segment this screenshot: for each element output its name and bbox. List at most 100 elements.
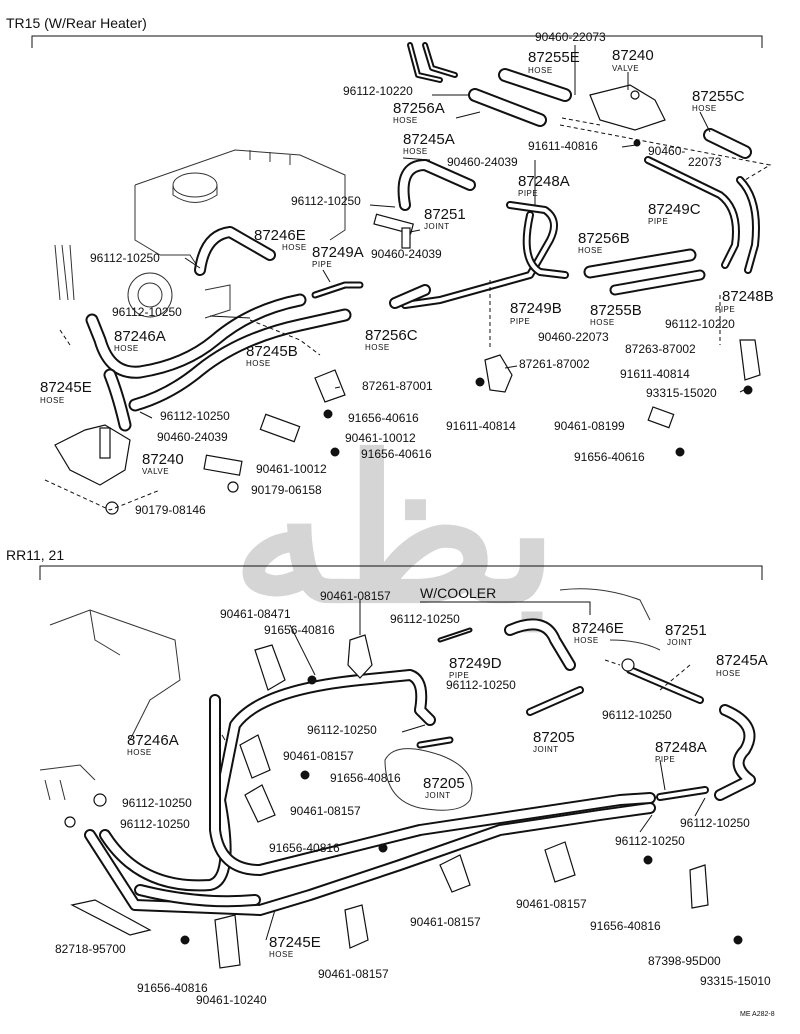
label-b1: 90461-08157: [320, 589, 391, 603]
label-a29: 87263-87002: [625, 342, 696, 356]
label-a3: 87255E: [528, 49, 580, 66]
label-a11: 87248A: [518, 173, 570, 190]
label-b2: W/COOLER: [420, 585, 496, 601]
label-a5: 87256A: [393, 100, 445, 117]
label-a36: 91656-40616: [348, 411, 419, 425]
label-a24-sub: HOSE: [590, 318, 615, 327]
label-b16-sub: PIPE: [655, 755, 675, 764]
label-b23: 96112-10250: [615, 834, 685, 848]
label-a38: 90461-08199: [554, 419, 625, 433]
label-a18: 90460-24039: [371, 247, 442, 261]
label-a5-sub: HOSE: [393, 116, 418, 125]
label-b31: 87398-95D00: [648, 954, 721, 968]
label-b15: 90461-08157: [283, 749, 354, 763]
label-a6: 87255C: [692, 88, 745, 105]
top-section-title: TR15 (W/Rear Heater): [6, 15, 147, 31]
label-b32: 91656-40816: [137, 981, 208, 995]
label-a30: 87261-87002: [519, 357, 590, 371]
guides-top: [44, 117, 772, 511]
label-b24: 91656-40816: [269, 841, 340, 855]
label-a6-sub: HOSE: [692, 104, 717, 113]
label-a37: 91611-40814: [446, 419, 516, 433]
guides-bottom: [384, 601, 691, 811]
label-a14: 87249C: [648, 201, 701, 218]
labels-bottom: 90461-08157 W/COOLER 90461-08471 91656-4…: [55, 585, 775, 1018]
label-a4: 96112-10220: [343, 84, 413, 98]
label-b28: 87245E: [269, 934, 321, 951]
label-b18: 87205: [423, 775, 465, 792]
label-a10: 90460-24039: [447, 155, 518, 169]
label-b28-sub: HOSE: [269, 950, 294, 959]
label-a7: 91611-40816: [528, 139, 598, 153]
label-b14: 87205: [533, 729, 575, 746]
label-a2: 87240: [612, 47, 654, 64]
label-b13: 96112-10250: [602, 708, 672, 722]
label-b20: 96112-10250: [120, 817, 190, 831]
label-b7-sub: JOINT: [667, 638, 693, 647]
label-a14-sub: PIPE: [648, 217, 668, 226]
label-a15: 87246E: [254, 227, 306, 244]
label-b7: 87251: [665, 622, 707, 639]
label-b8-sub: PIPE: [449, 671, 469, 680]
label-a46: 90179-08146: [135, 503, 206, 517]
label-a15-sub: HOSE: [282, 243, 307, 252]
label-b14-sub: JOINT: [533, 745, 559, 754]
leader-lines: [139, 45, 749, 941]
label-a19: 87256B: [578, 230, 630, 247]
label-a22-sub: HOSE: [365, 343, 390, 352]
label-a13-sub: JOINT: [424, 222, 450, 231]
label-a17: 87249A: [312, 244, 364, 261]
label-a33: 87261-87001: [362, 379, 433, 393]
label-a35: 96112-10250: [160, 409, 230, 423]
hoses-bottom: [84, 618, 756, 916]
label-b33: 93315-15010: [700, 974, 771, 988]
label-b17: 91656-40816: [330, 771, 401, 785]
label-a43: 91656-40616: [574, 450, 645, 464]
label-a34: 93315-15020: [646, 386, 717, 400]
label-b34: 90461-10240: [196, 993, 267, 1007]
label-a20: 96112-10250: [112, 305, 182, 319]
label-a42: 91656-40616: [361, 447, 432, 461]
labels-top: 90460-22073 87240 VALVE 87255E HOSE 9611…: [40, 30, 774, 517]
label-b22: 96112-10250: [680, 816, 750, 830]
label-b27: 91656-40816: [590, 919, 661, 933]
label-a21: 87246A: [114, 328, 166, 345]
label-b5: 96112-10250: [390, 612, 460, 626]
label-b9: 87245A: [716, 652, 768, 669]
label-a32-sub: HOSE: [40, 396, 65, 405]
parts-top: [54, 84, 761, 515]
parts-bottom: [64, 634, 743, 969]
label-a12: 96112-10250: [291, 194, 361, 208]
label-b16: 87248A: [655, 739, 707, 756]
label-b26: 90461-08157: [410, 915, 481, 929]
label-a13: 87251: [424, 206, 466, 223]
label-b18-sub: JOINT: [425, 791, 451, 800]
label-a19-sub: HOSE: [578, 246, 603, 255]
label-a8-line2: 22073: [688, 155, 722, 169]
label-a39: 90460-24039: [157, 430, 228, 444]
label-a26: 96112-10220: [665, 317, 735, 331]
label-b25: 90461-08157: [516, 897, 587, 911]
label-a25: 87248B: [722, 288, 774, 305]
label-a28: 87245B: [246, 343, 298, 360]
label-a11-sub: PIPE: [518, 189, 538, 198]
label-a31: 91611-40814: [620, 367, 690, 381]
label-a1: 90460-22073: [535, 30, 606, 44]
label-a28-sub: HOSE: [246, 359, 271, 368]
label-a17-sub: PIPE: [312, 260, 332, 269]
hoses-top: [85, 42, 760, 432]
bottom-frame: [39, 565, 763, 580]
top-frame: [31, 35, 763, 48]
label-a44: 90461-10012: [256, 462, 327, 476]
label-a27: 90460-22073: [538, 330, 609, 344]
label-b12: 96112-10250: [307, 723, 377, 737]
label-a41-sub: VALVE: [142, 467, 169, 476]
label-b9-sub: HOSE: [716, 669, 741, 678]
label-b6-sub: HOSE: [574, 636, 599, 645]
label-b11: 87246A: [127, 732, 179, 749]
label-a8: 90460-: [648, 144, 685, 158]
label-a45: 90179-06158: [251, 483, 322, 497]
label-a23: 87249B: [510, 300, 562, 317]
label-a22: 87256C: [365, 327, 418, 344]
